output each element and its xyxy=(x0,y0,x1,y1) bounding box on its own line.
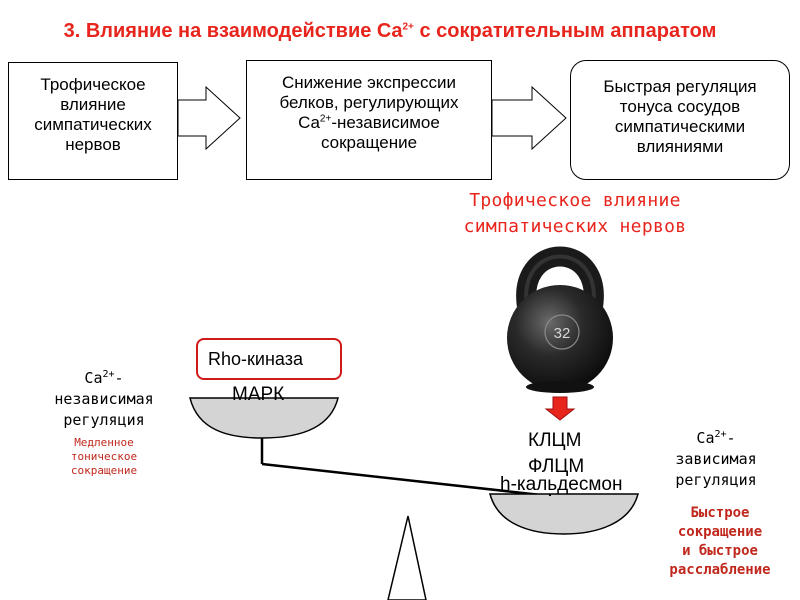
box3-line: влияниями xyxy=(636,137,724,156)
flow-arrow-2 xyxy=(491,85,567,151)
box1-line: Трофическое xyxy=(40,75,146,94)
kettlebell-number: 32 xyxy=(554,325,571,342)
box3-line: тонуса сосудов xyxy=(619,97,741,116)
ca-independent-label: Ca2+- независимая регуляция xyxy=(54,369,154,429)
right-pan-items: КЛЦМ ФЛЦМ xyxy=(528,428,584,480)
box3-line: Быстрая регуляция xyxy=(603,77,757,96)
left-pan xyxy=(189,397,339,439)
slow-contraction-note: Медленное тоническое сокращение xyxy=(70,436,138,477)
balance-beam xyxy=(261,462,551,498)
rho-kinase-box: Rho-киназа xyxy=(196,338,342,380)
box3-line: симпатическими xyxy=(614,117,746,136)
fulcrum xyxy=(387,515,427,600)
kettlebell-icon: 32 xyxy=(507,246,613,393)
box-trophic-influence: Трофическое влияние симпатических нервов xyxy=(8,62,178,180)
fast-contraction-note: Быстрое сокращение и быстрое расслаблени… xyxy=(669,505,771,578)
box2-line: Снижение экспрессии xyxy=(282,73,456,92)
fltsm-label: ФЛЦМ xyxy=(528,456,585,477)
box1-line: влияние xyxy=(60,95,126,114)
right-pan xyxy=(489,493,639,535)
box2-line: сокращение xyxy=(320,133,418,152)
box2-line: белков, регулирующих xyxy=(279,93,459,112)
slide-title: 3. Влияние на взаимодействие Ca2+ с сокр… xyxy=(63,20,717,42)
flow-arrow-1 xyxy=(177,85,241,151)
mapk-label: МАРК xyxy=(232,384,285,405)
box2-line: Ca2+-независимое xyxy=(298,113,440,132)
box-protein-expression: Снижение экспрессии белков, регулирующих… xyxy=(246,60,492,180)
ca-dependent-label: Ca2+- зависимая регуляция xyxy=(675,429,757,489)
box1-line: симпатических xyxy=(34,115,152,134)
trophic-influence-label: Трофическое влияние симпатических нервов xyxy=(463,190,687,237)
kltsm-label: КЛЦМ xyxy=(528,430,582,451)
red-down-arrow xyxy=(544,396,576,421)
box1-line: нервов xyxy=(65,135,121,154)
kaldesmon-label: h-кальдесмон xyxy=(500,474,623,495)
box-fast-regulation: Быстрая регуляция тонуса сосудов симпати… xyxy=(570,60,790,180)
